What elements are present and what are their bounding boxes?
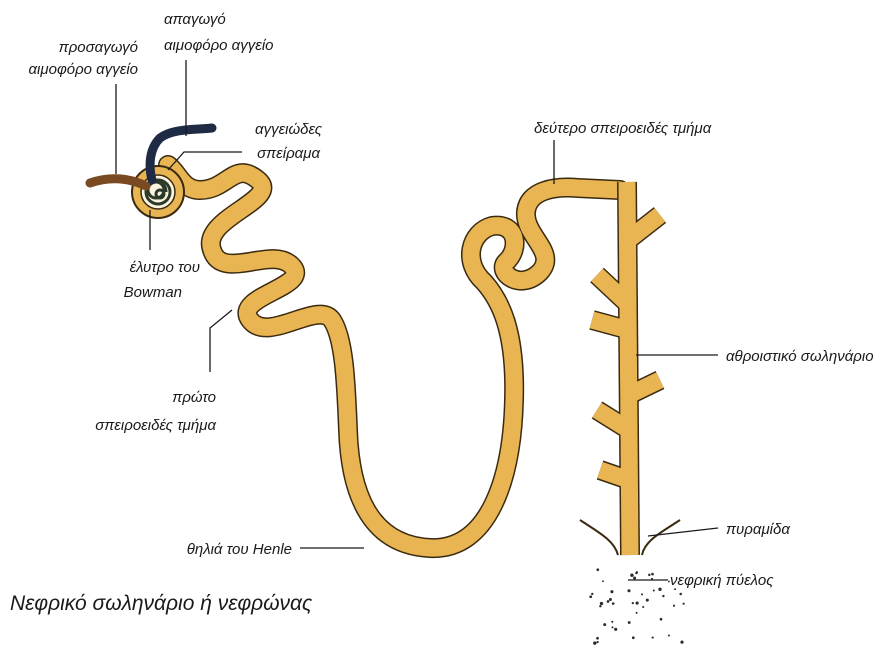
pelvis-dot xyxy=(683,603,685,605)
tubule-fill xyxy=(168,165,620,548)
pelvis-dot xyxy=(600,602,603,605)
pelvis-dot xyxy=(597,641,599,643)
label-collecting-duct: αθροιστικό σωληνάριο xyxy=(726,348,874,365)
pelvis-dot xyxy=(653,589,655,591)
pelvis-dot xyxy=(633,576,636,579)
pelvis-dot xyxy=(627,589,630,592)
pelvis-dot xyxy=(589,595,592,598)
pelvis-dot xyxy=(611,621,613,623)
pelvis-dot xyxy=(662,595,664,597)
pelvis-dot xyxy=(651,573,654,576)
pelvis-dot xyxy=(673,605,675,607)
pelvis-dot xyxy=(642,606,644,608)
pelvis-dot xyxy=(603,623,606,626)
pelvis-dot xyxy=(648,574,650,576)
pelvis-dot xyxy=(641,593,643,595)
pelvis-dot xyxy=(610,590,613,593)
pelvis-dot xyxy=(668,634,670,636)
pelvis-dot xyxy=(660,618,663,621)
pelvis-dot xyxy=(658,588,661,591)
pelvis-dot xyxy=(652,637,654,639)
pelvis-dot xyxy=(630,574,633,577)
pelvis-dot xyxy=(646,599,649,602)
label-afferent-line1: προσαγωγό xyxy=(59,39,138,56)
diagram-title: Νεφρικό σωληνάριο ή νεφρώνας xyxy=(10,592,313,615)
label-henle: θηλιά του Henle xyxy=(187,541,292,558)
collecting-duct xyxy=(592,182,660,555)
afferent-vessel xyxy=(90,179,146,186)
pelvis-dot xyxy=(614,628,617,631)
pelvis-dot xyxy=(611,626,613,628)
pelvis-dot xyxy=(591,593,593,595)
pelvis-dot xyxy=(612,602,615,605)
label-distal: δεύτερο σπειροειδές τμήμα xyxy=(534,120,712,137)
label-efferent-line2: αιμοφόρο αγγείο xyxy=(164,37,274,54)
label-efferent-line1: απαγωγό xyxy=(164,11,226,28)
pelvis-dot xyxy=(635,572,637,574)
pelvis-dot xyxy=(636,602,639,605)
pelvis-dot xyxy=(609,598,612,601)
label-glomerulus-line1: αγγειώδες xyxy=(255,121,323,138)
label-proximal-line2: σπειροειδές τμήμα xyxy=(95,417,216,434)
pelvis-dot xyxy=(632,602,634,604)
renal-tubule xyxy=(168,165,620,548)
label-glomerulus-line2: σπείραμα xyxy=(257,145,320,162)
pelvis-dot xyxy=(636,612,638,614)
label-bowman-line1: έλυτρο του xyxy=(130,259,200,276)
label-proximal-line1: πρώτο xyxy=(172,389,216,406)
pelvis-dot xyxy=(628,621,631,624)
pelvis-dot xyxy=(680,641,683,644)
pelvis-dot xyxy=(596,637,599,640)
label-pyramid: πυραμίδα xyxy=(726,521,790,538)
pelvis-dot xyxy=(593,641,596,644)
label-bowman-line2: Bowman xyxy=(124,284,182,301)
pelvis-dot xyxy=(632,636,635,639)
label-renal-pelvis: νεφρική πύελος xyxy=(670,572,774,589)
pelvis-dot xyxy=(607,600,610,603)
labels: προσαγωγό αιμοφόρο αγγείο απαγωγό αιμοφό… xyxy=(10,11,874,615)
pelvis-dot xyxy=(679,593,682,596)
pelvis-dot xyxy=(599,605,601,607)
label-afferent-line2: αιμοφόρο αγγείο xyxy=(29,61,139,78)
pelvis-dot xyxy=(602,580,604,582)
pelvis-dot xyxy=(596,568,599,571)
